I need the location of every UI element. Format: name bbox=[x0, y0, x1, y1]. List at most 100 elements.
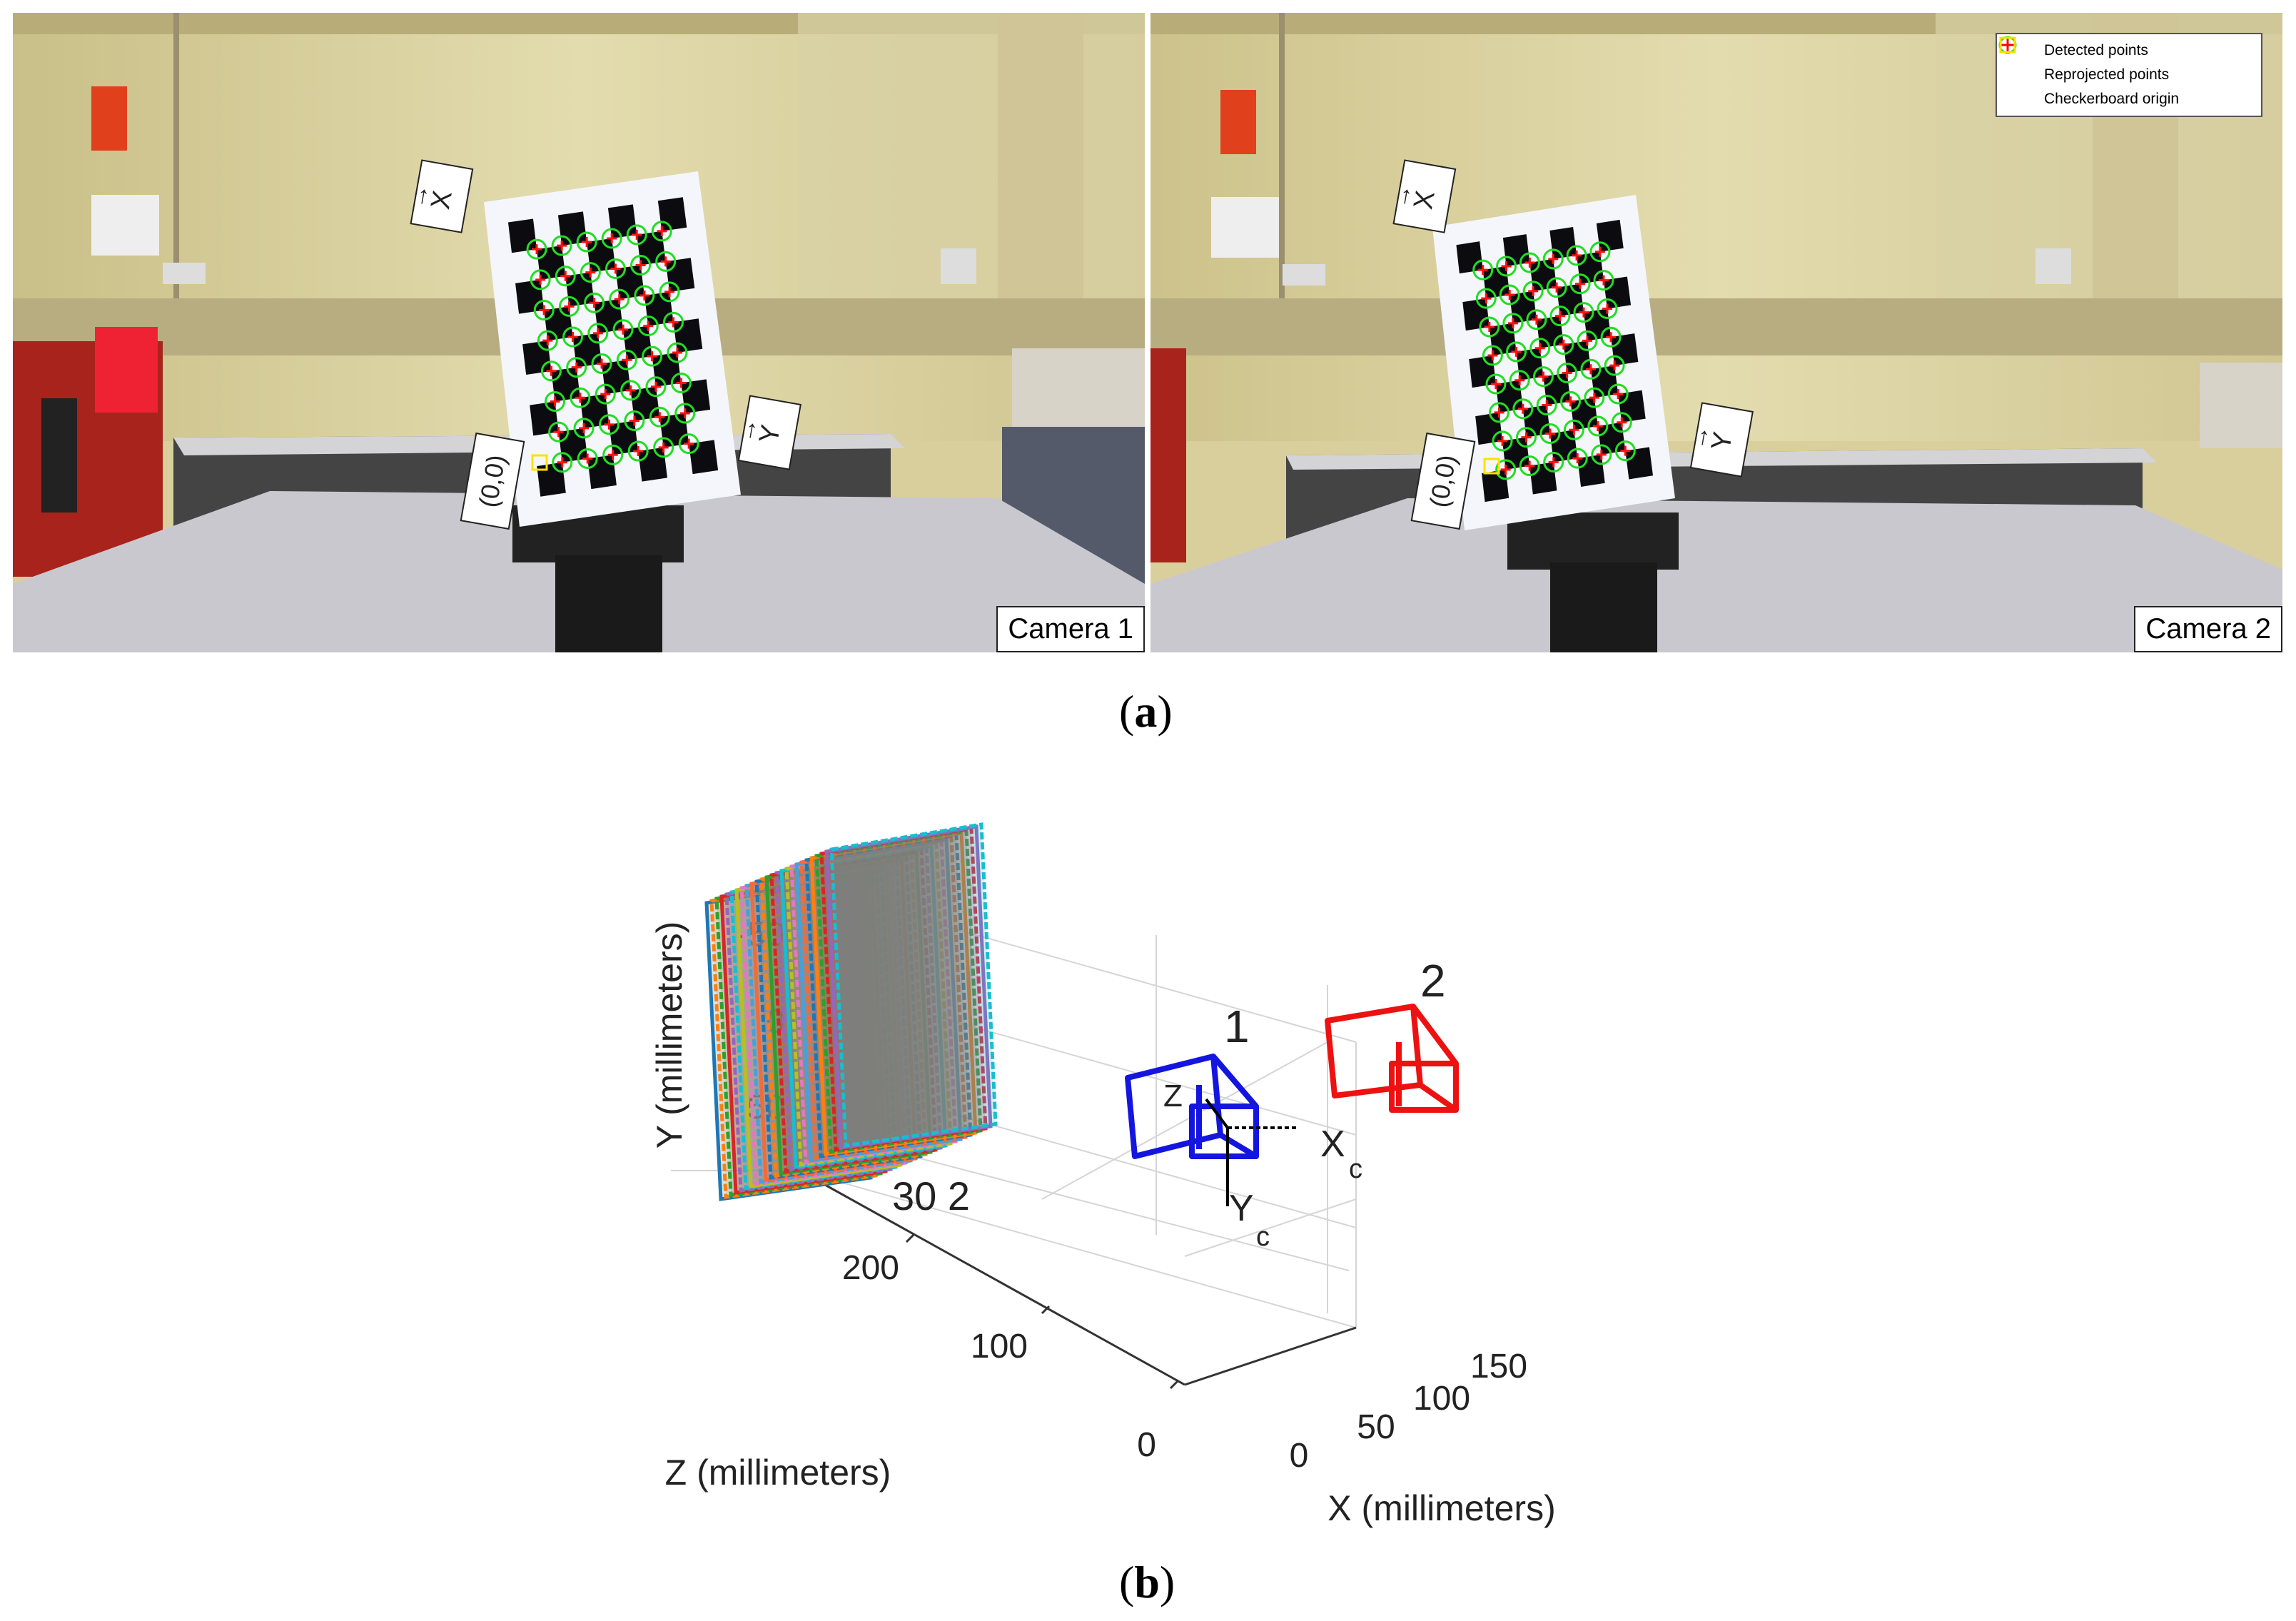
reprojected-point bbox=[1521, 432, 1532, 443]
reprojected-point bbox=[654, 412, 665, 423]
checker-square bbox=[530, 401, 559, 436]
legend-label: Checkerboard origin bbox=[2044, 91, 2180, 107]
reprojected-point bbox=[618, 324, 629, 335]
checker-square bbox=[673, 318, 703, 353]
reprojected-point bbox=[589, 298, 600, 308]
reprojected-point bbox=[639, 291, 649, 301]
reprojected-point bbox=[579, 423, 590, 433]
z-tick-label: 0 bbox=[1137, 1426, 1156, 1464]
legend-item-origin: Checkerboard origin bbox=[1999, 36, 2254, 111]
detected-point bbox=[1597, 298, 1618, 319]
detected-point bbox=[533, 299, 555, 320]
checkerboard-origin-marker bbox=[1483, 458, 1500, 475]
checker-square bbox=[522, 340, 552, 375]
reprojected-point bbox=[647, 351, 657, 362]
reprojected-point bbox=[582, 453, 593, 464]
detected-point bbox=[670, 373, 692, 394]
reprojected-point bbox=[604, 419, 615, 430]
plus-icon bbox=[2000, 37, 2044, 87]
checker-square bbox=[623, 325, 652, 360]
detected-point bbox=[551, 235, 572, 256]
checkerboard-origin-marker bbox=[531, 454, 548, 471]
detected-point bbox=[645, 376, 667, 398]
checker-square bbox=[557, 211, 587, 246]
reprojected-point bbox=[1501, 261, 1512, 272]
checker-square bbox=[615, 265, 644, 300]
reprojected-point bbox=[1538, 371, 1549, 382]
reprojected-point bbox=[625, 385, 636, 395]
detected-point bbox=[1502, 313, 1524, 334]
x-arrow-icon: → bbox=[404, 182, 435, 211]
detected-point bbox=[1569, 273, 1591, 295]
reprojected-point bbox=[1552, 282, 1562, 293]
checker-square bbox=[587, 238, 616, 273]
warning-sign bbox=[1220, 90, 1256, 154]
detected-points bbox=[526, 221, 699, 473]
reprojected-point bbox=[1497, 435, 1508, 446]
detected-point bbox=[642, 345, 663, 367]
x-axis-tag bbox=[1392, 159, 1457, 233]
camera-2-body bbox=[1325, 1004, 1459, 1113]
detected-point bbox=[1560, 390, 1582, 412]
reprojected-point bbox=[1569, 425, 1579, 435]
detected-point bbox=[558, 296, 580, 317]
reprojected-point bbox=[657, 226, 667, 236]
yc-subscript: c bbox=[1256, 1222, 1270, 1252]
x-arrow-icon: → bbox=[1387, 182, 1417, 211]
reprojected-point bbox=[1562, 368, 1572, 378]
detected-point bbox=[1495, 459, 1517, 480]
detected-point bbox=[659, 281, 680, 303]
x-tick-label: 50 bbox=[1357, 1408, 1395, 1446]
pattern-index-labels: 30 2 bbox=[892, 1173, 970, 1218]
detected-point bbox=[1479, 316, 1500, 338]
reprojected-point bbox=[1602, 303, 1613, 314]
origin-tag bbox=[1410, 432, 1476, 530]
reprojected-point bbox=[532, 244, 542, 255]
tripod-head bbox=[1507, 512, 1679, 570]
detected-point bbox=[552, 452, 573, 473]
detected-point bbox=[548, 421, 570, 443]
detected-point bbox=[1563, 419, 1584, 440]
detected-point bbox=[1522, 281, 1544, 302]
reprojected-point bbox=[622, 355, 632, 365]
calibration-pattern-stack bbox=[704, 822, 998, 1201]
z-axis-label: Z (millimeters) bbox=[665, 1453, 891, 1493]
checker-square bbox=[537, 462, 566, 497]
detected-point bbox=[598, 414, 619, 435]
detected-point bbox=[540, 360, 562, 382]
checker-square bbox=[572, 333, 602, 368]
reprojected-point bbox=[650, 381, 661, 392]
camera-2-label: 2 bbox=[1420, 955, 1446, 1006]
reprojected-point bbox=[1589, 393, 1599, 403]
reprojected-point bbox=[567, 332, 578, 343]
reprojected-point bbox=[610, 263, 621, 274]
detected-point bbox=[1573, 302, 1594, 323]
detected-point bbox=[576, 231, 597, 253]
checker-square bbox=[580, 394, 610, 428]
reprojected-point bbox=[1487, 350, 1498, 360]
detected-point bbox=[624, 410, 645, 431]
reprojected-point bbox=[535, 274, 546, 285]
calibration-pattern bbox=[829, 822, 998, 1148]
z-tick-label: 200 bbox=[842, 1249, 899, 1287]
detected-point bbox=[1492, 430, 1513, 452]
reprojected-point bbox=[553, 427, 564, 438]
reprojected-point bbox=[1528, 286, 1539, 296]
reprojected-point bbox=[629, 415, 639, 426]
reprojected-point bbox=[571, 362, 582, 373]
reprojected-point bbox=[1585, 364, 1596, 375]
checker-square bbox=[544, 306, 573, 341]
detected-point bbox=[1587, 415, 1609, 437]
checker-square bbox=[537, 246, 566, 280]
square-icon bbox=[1999, 36, 2044, 111]
reprojected-point bbox=[1572, 453, 1583, 464]
checker-square bbox=[665, 258, 695, 292]
reprojected-point bbox=[546, 365, 557, 376]
checker-square bbox=[689, 440, 719, 475]
detected-point bbox=[591, 353, 612, 374]
tripod bbox=[555, 555, 662, 652]
camera-1-frustum: 1 bbox=[1125, 1001, 1259, 1159]
reprojected-point bbox=[575, 393, 585, 403]
detected-point bbox=[1516, 427, 1537, 448]
detected-point bbox=[1499, 284, 1520, 305]
